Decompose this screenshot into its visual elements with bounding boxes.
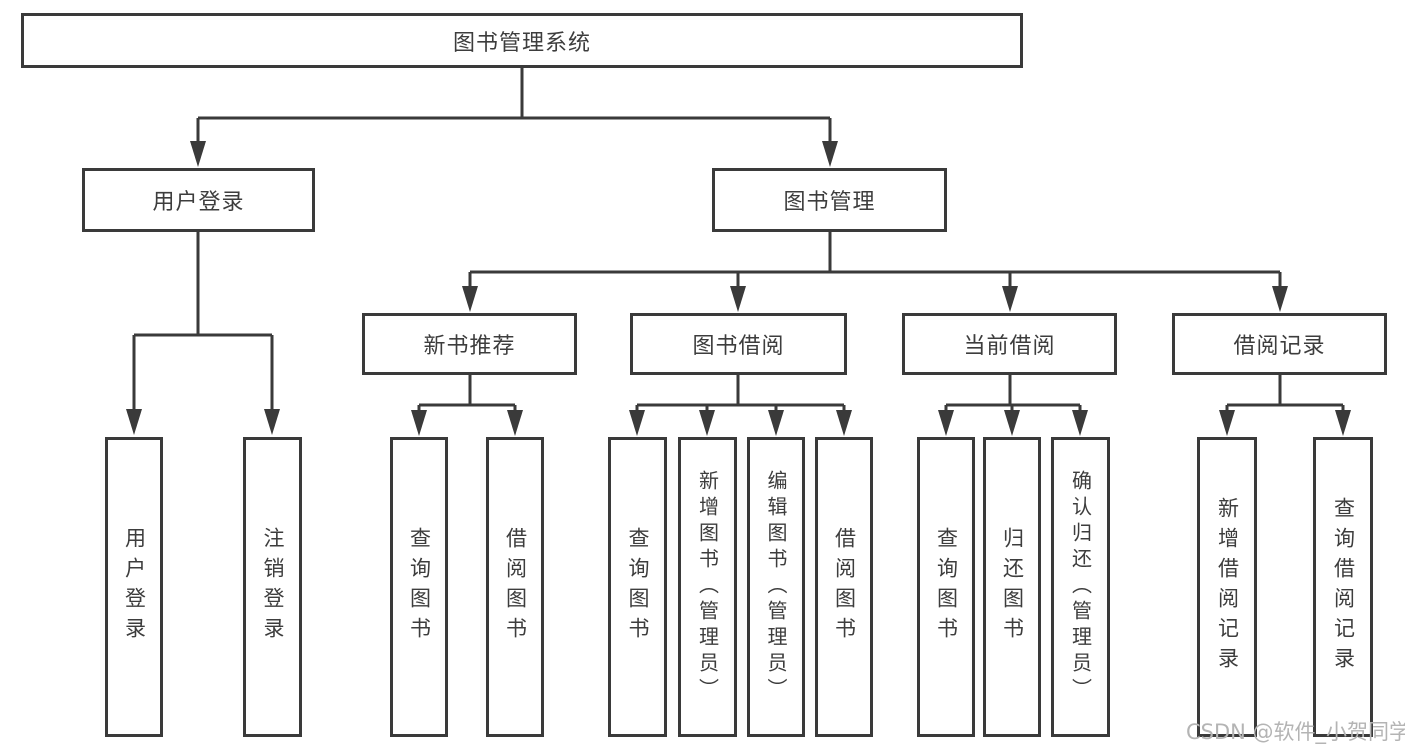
node-library-system-label: 图书管理系统 (452, 30, 591, 56)
leaf-edit-books-admin: 编辑图书（管理员） (747, 437, 805, 737)
leaf-borrowing-query-books: 查询图书 (608, 437, 667, 737)
csdn-watermark: CSDN @软件_小贺同学 (1186, 720, 1405, 744)
node-book-borrowing: 图书借阅 (630, 313, 847, 375)
leaf-add-books-admin: 新增图书（管理员） (678, 437, 737, 737)
leaf-borrowing-query-books-label: 查询图书 (626, 527, 650, 647)
node-borrowing-records: 借阅记录 (1172, 313, 1387, 375)
leaf-confirm-return-admin-label: 确认归还（管理员） (1068, 470, 1093, 704)
node-new-book-recommend: 新书推荐 (362, 313, 577, 375)
leaf-borrowing-borrow-books: 借阅图书 (815, 437, 873, 737)
node-user-login-label: 用户登录 (152, 190, 245, 215)
leaf-current-query-books: 查询图书 (917, 437, 975, 737)
leaf-add-borrow-record-label: 新增借阅记录 (1215, 497, 1240, 677)
node-book-management-label: 图书管理 (783, 190, 876, 215)
leaf-newbooks-query-books: 查询图书 (390, 437, 448, 737)
node-book-management: 图书管理 (712, 168, 947, 232)
node-library-system: 图书管理系统 (21, 13, 1023, 68)
node-book-borrowing-label: 图书借阅 (692, 334, 785, 359)
leaf-current-query-books-label: 查询图书 (934, 527, 959, 647)
leaf-edit-books-admin-label: 编辑图书（管理员） (764, 470, 788, 704)
leaf-add-borrow-record: 新增借阅记录 (1197, 437, 1257, 737)
leaf-logout: 注销登录 (243, 437, 302, 737)
leaf-return-books-label: 归还图书 (1000, 527, 1025, 647)
leaf-confirm-return-admin: 确认归还（管理员） (1051, 437, 1110, 737)
leaf-query-borrow-record-label: 查询借阅记录 (1331, 497, 1356, 677)
leaf-newbooks-borrow-books: 借阅图书 (486, 437, 544, 737)
node-borrowing-records-label: 借阅记录 (1233, 334, 1326, 359)
leaf-newbooks-query-books-label: 查询图书 (407, 527, 432, 647)
leaf-user-login-label: 用户登录 (122, 527, 147, 647)
node-new-book-recommend-label: 新书推荐 (423, 334, 516, 359)
leaf-add-books-admin-label: 新增图书（管理员） (695, 470, 720, 704)
leaf-borrowing-borrow-books-label: 借阅图书 (832, 527, 857, 647)
leaf-logout-label: 注销登录 (261, 527, 285, 647)
node-current-borrowing-label: 当前借阅 (963, 334, 1056, 359)
leaf-return-books: 归还图书 (983, 437, 1041, 737)
leaf-newbooks-borrow-books-label: 借阅图书 (503, 527, 528, 647)
leaf-user-login: 用户登录 (105, 437, 163, 737)
leaf-query-borrow-record: 查询借阅记录 (1313, 437, 1373, 737)
node-current-borrowing: 当前借阅 (902, 313, 1117, 375)
node-user-login: 用户登录 (82, 168, 315, 232)
